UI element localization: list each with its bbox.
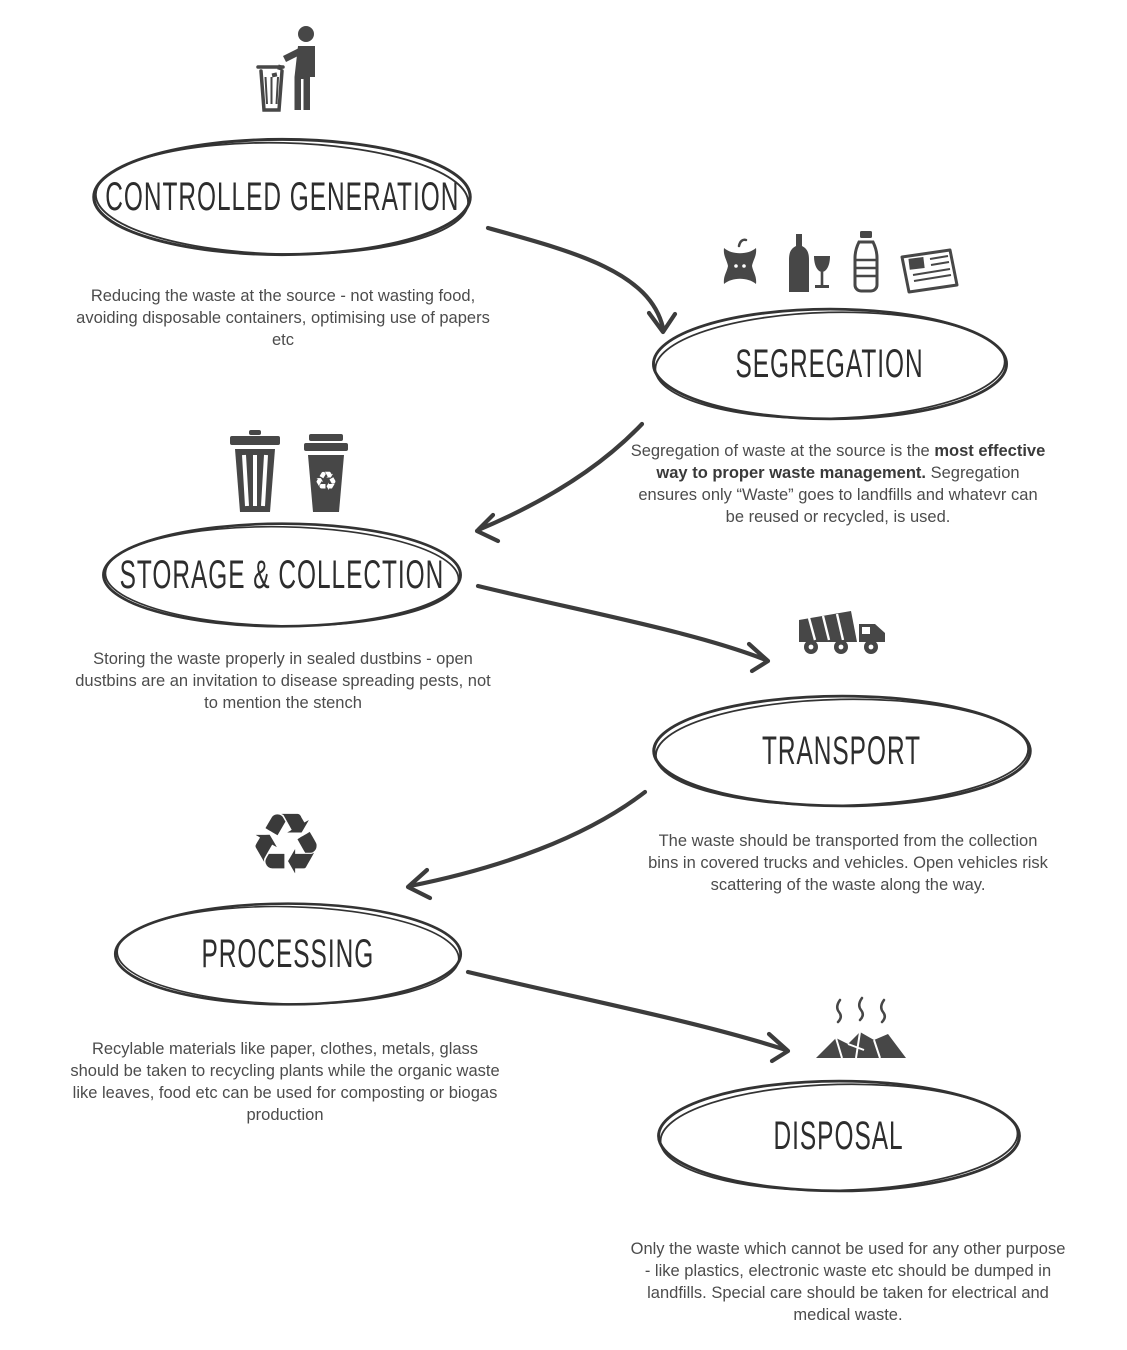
bubble-outline <box>102 522 462 628</box>
garbage-truck-icon <box>793 604 903 658</box>
arrow-processing-to-disposal <box>465 969 791 1064</box>
disposal-bubble: DISPOSAL <box>653 1075 1025 1197</box>
segregation-label: SEGREGATION <box>735 341 925 386</box>
transport-description: The waste should be transported from the… <box>648 832 1048 895</box>
person-throwing-trash-icon <box>252 24 334 114</box>
recycle-dustbin-icon: ♻ <box>304 434 348 512</box>
svg-text:♻: ♻ <box>314 467 337 497</box>
controlled-generation-bubble: CONTROLLED GENERATION <box>88 133 476 261</box>
disposal-description: Only the waste which cannot be used for … <box>630 1240 1066 1325</box>
arrow-segregation-to-storage <box>474 421 645 544</box>
storage-collection-description: Storing the waste properly in sealed dus… <box>75 650 491 713</box>
bubble-outline <box>113 902 463 1006</box>
transport-label: TRANSPORT <box>762 728 922 773</box>
processing-description: Recylable materials like paper, clothes,… <box>70 1040 500 1125</box>
processing-bubble: PROCESSING <box>110 898 466 1010</box>
segregation-description-pre: Segregation of waste at the source is th… <box>630 442 935 460</box>
transport-bubble: TRANSPORT <box>648 690 1036 812</box>
segregation-description-bold: most effective way to proper waste manag… <box>656 442 1046 483</box>
disposal-label: DISPOSAL <box>773 1113 905 1158</box>
apple-core-icon <box>723 238 757 284</box>
striped-dustbin-icon <box>230 430 280 512</box>
segregation-description-post: Segregation ensures only “Waste” goes to… <box>638 464 1038 527</box>
water-bottle-icon <box>853 231 879 293</box>
segregation-icons <box>716 228 962 294</box>
segregation-bubble: SEGREGATION <box>648 303 1012 425</box>
controlled-generation-description: Reducing the waste at the source - not w… <box>76 287 490 350</box>
storage-collection-label: STORAGE & COLLECTION <box>119 552 445 597</box>
landfill-smelly-pile-icon <box>806 996 916 1062</box>
recycle-glyph: ♻ <box>248 795 324 893</box>
bubble-outline <box>92 137 472 257</box>
storage-collection-bubble: STORAGE & COLLECTION <box>98 518 466 632</box>
recycle-symbol-icon: ♻ <box>240 802 332 894</box>
controlled-generation-label: CONTROLLED GENERATION <box>104 174 460 219</box>
arrow-transport-to-processing <box>405 789 648 901</box>
storage-icons: ♻ <box>226 430 352 514</box>
arrow-storage-to-transport <box>475 583 771 674</box>
arrow-generation-to-segregation <box>485 225 678 335</box>
segregation-description: Segregation of waste at the source is th… <box>628 440 1048 528</box>
bubble-outline <box>657 1079 1021 1193</box>
wine-bottle-and-glass-icon <box>789 234 830 292</box>
newspaper-icon <box>900 248 959 294</box>
processing-label: PROCESSING <box>201 931 375 976</box>
bubble-outline <box>652 307 1008 421</box>
bubble-outline <box>652 694 1032 808</box>
